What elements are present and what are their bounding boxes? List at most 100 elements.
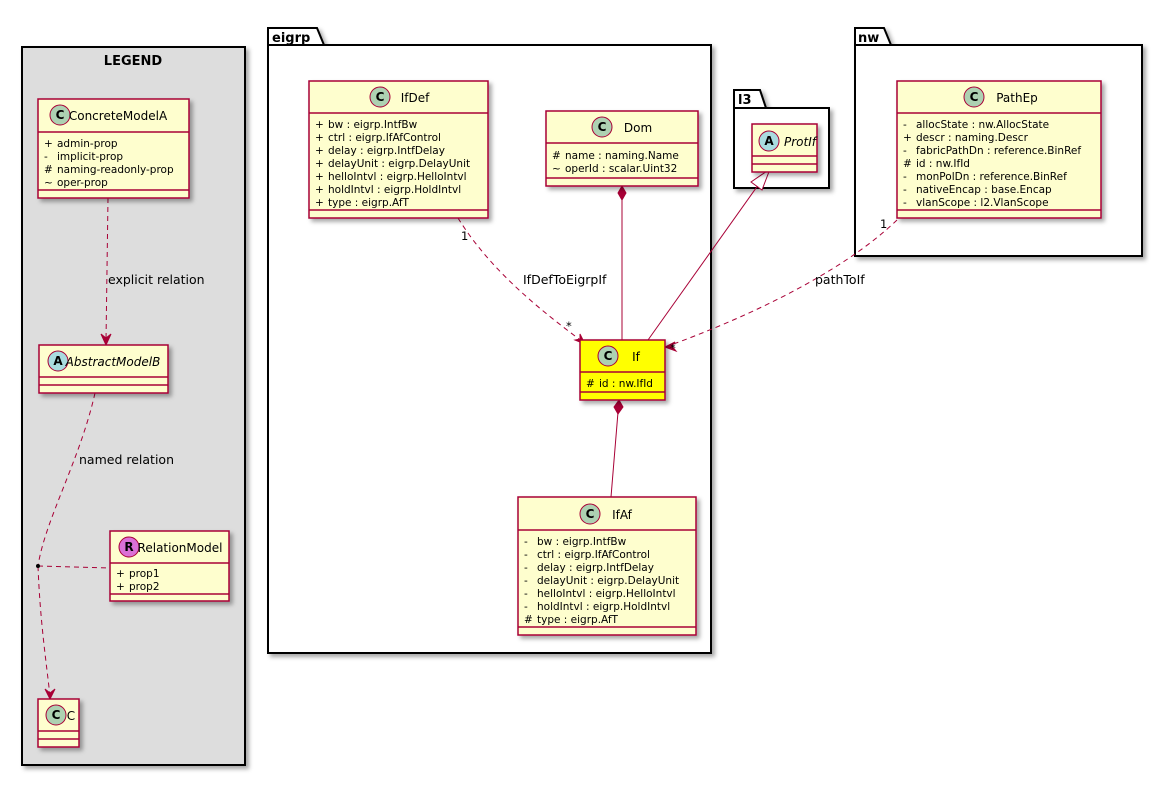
attr-text: ctrl : eigrp.IfAfControl bbox=[328, 132, 441, 144]
attr-vis: - bbox=[524, 536, 528, 548]
attr-text: type : eigrp.AfT bbox=[328, 197, 410, 209]
attr-vis: ~ bbox=[552, 163, 561, 175]
edge-pathep-to-if: pathToIf 1 * bbox=[663, 217, 898, 355]
attr-vis: - bbox=[524, 588, 528, 600]
attr-vis: + bbox=[315, 158, 324, 170]
ifdef-to-if-from-mult: 1 bbox=[461, 229, 468, 243]
circle-c-icon: C bbox=[56, 108, 65, 122]
attr-vis: + bbox=[315, 184, 324, 196]
attr-text: bw : eigrp.IntfBw bbox=[328, 119, 418, 131]
attr-text: bw : eigrp.IntfBw bbox=[537, 536, 627, 548]
class-name: AbstractModelB bbox=[65, 355, 161, 369]
circle-a-icon: A bbox=[764, 134, 774, 148]
circle-c-icon: C bbox=[598, 120, 607, 134]
attr-text: helloIntvl : eigrp.HelloIntvl bbox=[537, 588, 676, 600]
package-eigrp-label: eigrp bbox=[272, 31, 310, 46]
attr-vis: # bbox=[524, 614, 533, 626]
attr-vis: # bbox=[903, 158, 912, 170]
attr-vis: - bbox=[524, 549, 528, 561]
attr-vis: # bbox=[586, 378, 595, 390]
attr-vis: # bbox=[44, 164, 53, 176]
class-protif[interactable]: A ProtIf bbox=[751, 123, 818, 173]
attr-text: vlanScope : l2.VlanScope bbox=[916, 197, 1049, 209]
attr-text: name : naming.Name bbox=[565, 150, 679, 162]
circle-c-icon: C bbox=[970, 90, 979, 104]
attr-text: ctrl : eigrp.IfAfControl bbox=[537, 549, 650, 561]
class-pathep[interactable]: C PathEp - allocState : nw.AllocState + … bbox=[896, 80, 1102, 219]
attr-text: descr : naming.Descr bbox=[916, 132, 1029, 144]
attr-vis: - bbox=[903, 171, 907, 183]
attr-text: delayUnit : eigrp.DelayUnit bbox=[537, 575, 679, 587]
attr-text: prop2 bbox=[129, 581, 160, 593]
attr-vis: + bbox=[116, 568, 125, 580]
attr-vis: - bbox=[903, 145, 907, 157]
attr-text: id : nw.IfId bbox=[599, 378, 653, 390]
attr-vis: # bbox=[552, 150, 561, 162]
edge-if-to-ifaf bbox=[610, 399, 624, 498]
attr-vis: + bbox=[903, 132, 912, 144]
class-name: IfAf bbox=[612, 508, 633, 522]
attr-vis: - bbox=[524, 601, 528, 613]
package-nw-label: nw bbox=[858, 31, 879, 46]
legend-title: LEGEND bbox=[104, 54, 163, 69]
class-c[interactable]: C C bbox=[37, 698, 80, 748]
attr-vis: + bbox=[315, 145, 324, 157]
attr-vis: + bbox=[44, 138, 53, 150]
class-dom[interactable]: C Dom # name : naming.Name ~ operId : sc… bbox=[545, 110, 699, 187]
edge-named-relation: named relation bbox=[36, 392, 174, 701]
class-concrete-model-a[interactable]: C ConcreteModelA + admin-prop - implicit… bbox=[37, 98, 190, 199]
attr-vis: + bbox=[315, 197, 324, 209]
circle-c-icon: C bbox=[52, 708, 61, 722]
circle-c-icon: C bbox=[604, 349, 613, 363]
edge-dom-to-if bbox=[617, 184, 627, 340]
edge-explicit-relation: explicit relation bbox=[100, 197, 205, 347]
attr-vis: - bbox=[44, 151, 48, 163]
edge-if-to-protif bbox=[647, 167, 772, 341]
class-abstract-model-b[interactable]: A AbstractModelB bbox=[38, 344, 169, 394]
attr-vis: + bbox=[315, 119, 324, 131]
edge-ifdef-to-if: IfDefToEigrpIf 1 * bbox=[457, 217, 607, 345]
class-name: PathEp bbox=[996, 91, 1038, 105]
attr-vis: - bbox=[524, 575, 528, 587]
attr-text: delayUnit : eigrp.DelayUnit bbox=[328, 158, 470, 170]
attr-text: operId : scalar.Uint32 bbox=[565, 163, 677, 175]
path-to-if-label: pathToIf bbox=[815, 272, 865, 287]
class-name: IfDef bbox=[401, 91, 430, 105]
attr-text: helloIntvl : eigrp.HelloIntvl bbox=[328, 171, 467, 183]
attr-text: naming-readonly-prop bbox=[57, 164, 174, 176]
class-relation-model[interactable]: R RelationModel + prop1 + prop2 bbox=[109, 530, 230, 602]
attr-text: oper-prop bbox=[57, 177, 108, 189]
circle-c-icon: C bbox=[586, 507, 595, 521]
attr-text: type : eigrp.AfT bbox=[537, 614, 619, 626]
circle-c-icon: C bbox=[376, 90, 385, 104]
circle-a-icon: A bbox=[53, 354, 63, 368]
attr-text: holdIntvl : eigrp.HoldIntvl bbox=[537, 601, 670, 613]
attr-vis: + bbox=[315, 171, 324, 183]
class-if[interactable]: C If # id : nw.IfId bbox=[579, 339, 666, 401]
class-name: ProtIf bbox=[784, 135, 818, 149]
attr-vis: ~ bbox=[44, 177, 53, 189]
class-name: RelationModel bbox=[138, 541, 223, 555]
attr-vis: + bbox=[116, 581, 125, 593]
class-name: C bbox=[67, 709, 75, 723]
class-name: If bbox=[632, 350, 641, 364]
attr-text: id : nw.IfId bbox=[916, 158, 970, 170]
attr-text: implicit-prop bbox=[57, 151, 123, 163]
package-l3-label: l3 bbox=[738, 93, 752, 108]
path-to-if-from-mult: 1 bbox=[880, 217, 887, 231]
attr-vis: - bbox=[903, 119, 907, 131]
class-ifdef[interactable]: C IfDef + bw : eigrp.IntfBw + ctrl : eig… bbox=[308, 80, 489, 219]
class-name: Dom bbox=[624, 121, 652, 135]
attr-vis: - bbox=[903, 184, 907, 196]
attr-vis: - bbox=[903, 197, 907, 209]
attr-text: allocState : nw.AllocState bbox=[916, 119, 1049, 131]
class-name: ConcreteModelA bbox=[69, 109, 168, 123]
attr-text: delay : eigrp.IntfDelay bbox=[328, 145, 445, 157]
named-relation-label: named relation bbox=[79, 452, 174, 467]
attr-text: admin-prop bbox=[57, 138, 118, 150]
attr-vis: + bbox=[315, 132, 324, 144]
attr-text: delay : eigrp.IntfDelay bbox=[537, 562, 654, 574]
class-ifaf[interactable]: C IfAf - bw : eigrp.IntfBw - ctrl : eigr… bbox=[517, 496, 697, 636]
path-to-if-to-mult: * bbox=[670, 341, 676, 355]
